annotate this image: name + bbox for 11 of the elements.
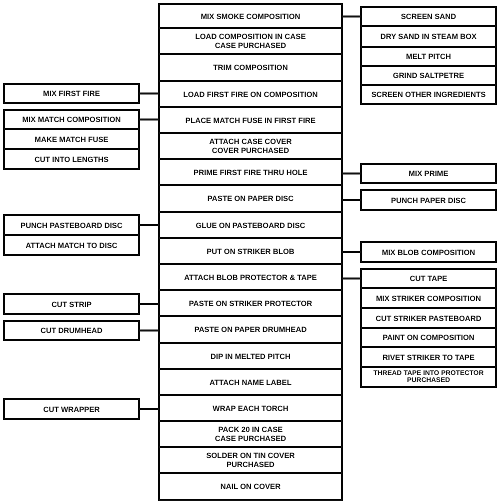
connector-line: [343, 172, 360, 174]
connector-line: [343, 278, 360, 280]
connector-line: [140, 303, 158, 305]
connector-line: [140, 118, 158, 120]
connector-line: [343, 199, 360, 201]
connector-line: [140, 330, 158, 332]
connector-line: [343, 16, 360, 18]
connector-line: [343, 251, 360, 253]
connector-line: [140, 224, 158, 226]
connector-line: [140, 92, 158, 94]
connector-line: [140, 408, 158, 410]
